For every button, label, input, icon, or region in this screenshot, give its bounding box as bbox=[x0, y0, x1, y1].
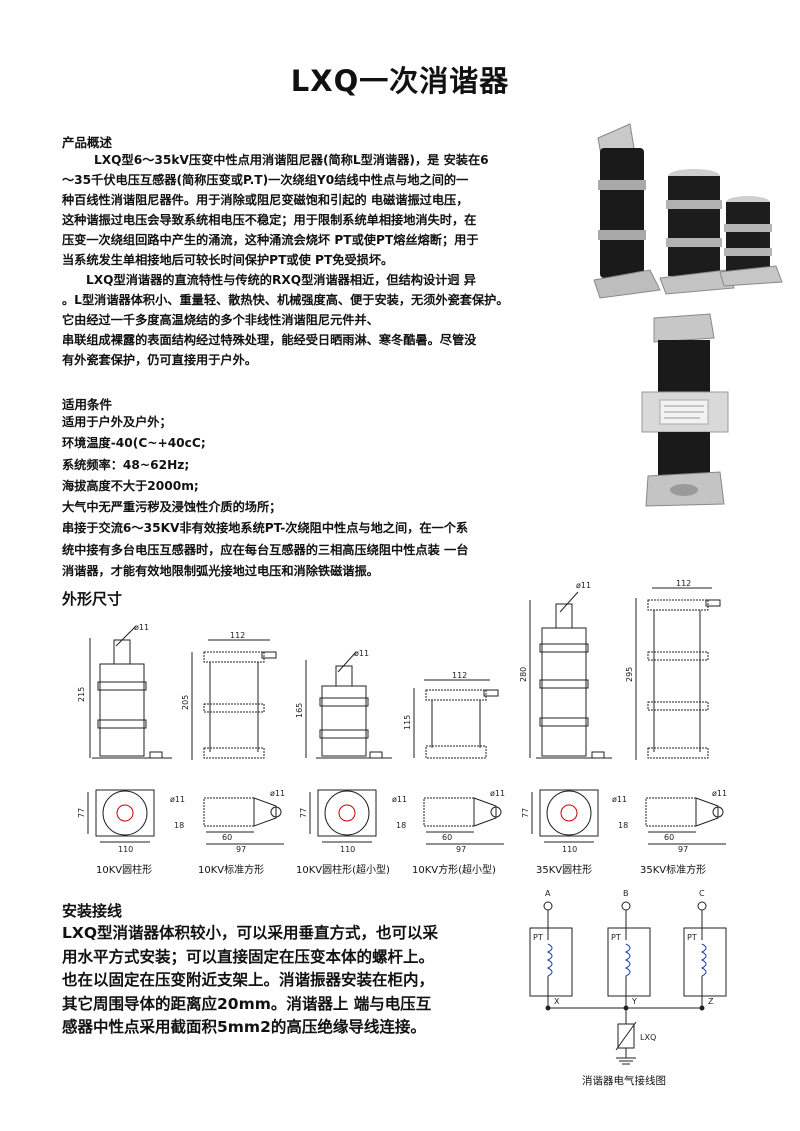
drawing-10kv-square-mini bbox=[413, 679, 499, 759]
install-heading: 安装接线 bbox=[62, 902, 123, 920]
caption-10kv-cylinder-mini: 10KV圆柱形(超小型) bbox=[296, 865, 390, 876]
dim-d11: ø11 bbox=[392, 795, 407, 804]
page-title: LXQ一次消谐器 bbox=[290, 64, 510, 98]
terminal-y: Y bbox=[631, 997, 637, 1006]
dim-d11: ø11 bbox=[270, 789, 285, 798]
overview-line: 种百线性消谐阻尼器件。用于消除或阻尼变磁饱和引起的 电磁谐振过电压， bbox=[62, 193, 469, 207]
overview-line: 。L型消谐器体积小、重量轻、散热快、机械强度高、便于安装，无须外瓷套保护。 bbox=[62, 293, 509, 307]
caption-10kv-cylinder: 10KV圆柱形 bbox=[96, 865, 153, 876]
lxq-label: LXQ bbox=[640, 1033, 656, 1042]
dim-205: 205 bbox=[181, 695, 190, 710]
dim-18: 18 bbox=[618, 821, 628, 830]
dim-d11: ø11 bbox=[490, 789, 505, 798]
condition-line: 适用于户外及户外； bbox=[62, 415, 172, 429]
dimensions-heading: 外形尺寸 bbox=[62, 590, 123, 608]
condition-line: 串接于交流6～35KV非有效接地系统PT-次绕阻中性点与地之间，在一个系 bbox=[62, 521, 469, 536]
terminal-z: Z bbox=[708, 997, 714, 1006]
install-line: 感器中性点采用截面积5mm2的高压绝缘导线连接。 bbox=[62, 1018, 426, 1036]
dim-d11: ø11 bbox=[576, 581, 591, 590]
install-line: LXQ型消谐器体积较小，可以采用垂直方式，也可以采 bbox=[62, 924, 439, 942]
plan-view-10kv-square bbox=[203, 797, 284, 845]
dim-77: 77 bbox=[77, 808, 86, 818]
dim-97: 97 bbox=[456, 845, 466, 854]
dim-d11: ø11 bbox=[712, 789, 727, 798]
dim-77: 77 bbox=[299, 808, 308, 818]
dim-115: 115 bbox=[403, 715, 412, 730]
dim-280: 280 bbox=[519, 667, 528, 682]
terminal-x: X bbox=[554, 997, 560, 1006]
conditions-heading: 适用条件 bbox=[62, 397, 113, 412]
condition-line: 海拔高度不大于2000m; bbox=[62, 478, 199, 493]
product-photo-cylinders bbox=[593, 123, 783, 299]
pt-label: PT bbox=[687, 933, 697, 942]
dim-215: 215 bbox=[77, 687, 86, 702]
dim-d11: ø11 bbox=[612, 795, 627, 804]
condition-line: 环境温度-40(C~+40cC; bbox=[62, 436, 206, 451]
dim-d11: ø11 bbox=[354, 649, 369, 658]
plan-view-10kv-cylinder-mini bbox=[309, 789, 377, 843]
plan-view-35kv-square bbox=[645, 797, 726, 845]
wiring-caption: 消谐器电气接线图 bbox=[582, 1075, 666, 1087]
plan-view-10kv-square-mini bbox=[423, 797, 504, 845]
condition-line: 大气中无严重污秽及浸蚀性介质的场所； bbox=[62, 500, 282, 515]
dim-110: 110 bbox=[340, 845, 355, 854]
dim-110: 110 bbox=[118, 845, 133, 854]
dim-60: 60 bbox=[442, 833, 452, 842]
conditions-text: 适用于户外及户外； 环境温度-40(C~+40cC; 系统频率：48~62Hz;… bbox=[62, 412, 582, 582]
pt-label: PT bbox=[611, 933, 621, 942]
dim-165: 165 bbox=[295, 703, 304, 718]
dim-97: 97 bbox=[236, 845, 246, 854]
condition-line: 消谐器，才能有效地限制弧光接地过电压和消除铁磁谐振。 bbox=[62, 564, 379, 579]
overview-line: 有外瓷套保护，仍可直接用于户外。 bbox=[62, 353, 257, 367]
overview-line: LXQ型消谐器的直流特性与传统的RXQ型消谐器相近，但结构设计迥 异 bbox=[86, 273, 476, 287]
dim-97: 97 bbox=[678, 845, 688, 854]
overview-line: 压变一次绕组回路中产生的涌流，这种涌流会烧坏 PT或使PT熔丝熔断；用于 bbox=[62, 233, 479, 247]
dim-77: 77 bbox=[521, 808, 530, 818]
dim-d11: ø11 bbox=[170, 795, 185, 804]
condition-line: 统中接有多台电压互感器时，应在每台互感器的三相高压绕阻中性点装 一台 bbox=[62, 542, 469, 557]
drawing-35kv-cylinder bbox=[529, 591, 612, 759]
caption-10kv-square-mini: 10KV方形(超小型) bbox=[412, 865, 496, 876]
dim-112: 112 bbox=[452, 671, 467, 680]
wiring-diagram: A B C PT PT PT X Y Z LXQ bbox=[529, 889, 727, 1065]
drawing-10kv-cylinder-mini bbox=[305, 651, 392, 759]
product-photo-square bbox=[641, 313, 729, 507]
plan-view-35kv-cylinder bbox=[531, 789, 599, 843]
phase-c-label: C bbox=[699, 889, 705, 898]
overview-line: LXQ型6～35kV压变中性点用消谐阻尼器(简称L型消谐器)，是 安装在6 bbox=[94, 153, 489, 167]
overview-line: ～35千伏电压互感器(简称压变或P.T)一次绕组Y0结线中性点与地之间的一 bbox=[62, 173, 469, 187]
dim-295: 295 bbox=[625, 667, 634, 682]
caption-10kv-square: 10KV标准方形 bbox=[198, 865, 265, 876]
plan-view-10kv-cylinder bbox=[87, 789, 155, 843]
overview-line: 当系统发生单相接地后可较长时间保护PT或使 PT免受损坏。 bbox=[62, 253, 394, 267]
condition-line: 系统频率：48~62Hz; bbox=[62, 457, 190, 472]
phase-b-label: B bbox=[623, 889, 629, 898]
dim-110: 110 bbox=[562, 845, 577, 854]
overview-line: 它由经过一千多度高温烧结的多个非线性消谐阻尼元件并、 bbox=[62, 313, 379, 327]
drawing-10kv-cylinder bbox=[89, 625, 172, 759]
dim-60: 60 bbox=[222, 833, 232, 842]
dim-18: 18 bbox=[174, 821, 184, 830]
dim-d11: ø11 bbox=[134, 623, 149, 632]
dim-18: 18 bbox=[396, 821, 406, 830]
install-line: 用水平方式安装；可以直接固定在压变本体的螺杆上。 bbox=[62, 947, 435, 966]
overview-line: 串联组成裸露的表面结构经过特殊处理，能经受日晒雨淋、寒冬酷暑。尽管没 bbox=[62, 333, 477, 347]
dim-60: 60 bbox=[664, 833, 674, 842]
caption-35kv-cylinder: 35KV圆柱形 bbox=[536, 865, 593, 876]
dim-112: 112 bbox=[676, 579, 691, 588]
dim-112: 112 bbox=[230, 631, 245, 640]
overview-line: 这种谐振过电压会导致系统相电压不稳定；用于限制系统单相接地消失时，在 bbox=[62, 213, 477, 227]
overview-text: LXQ型6～35kV压变中性点用消谐阻尼器(简称L型消谐器)，是 安装在6 ～3… bbox=[62, 150, 562, 370]
phase-a-label: A bbox=[545, 889, 551, 898]
dimension-drawings: 215 ø11 112 205 165 ø11 112 115 280 ø11 … bbox=[77, 579, 727, 854]
install-line: 也在以固定在压变附近支架上。消谐振器安装在柜内， bbox=[62, 971, 435, 989]
install-text: LXQ型消谐器体积较小，可以采用垂直方式，也可以采 用水平方式安装；可以直接固定… bbox=[62, 922, 438, 1040]
pt-label: PT bbox=[533, 933, 543, 942]
overview-heading: 产品概述 bbox=[62, 135, 113, 150]
drawing-10kv-square bbox=[191, 639, 277, 760]
install-line: 其它周围导体的距离应20mm。消谐器上 端与电压互 bbox=[62, 994, 432, 1013]
drawing-35kv-square bbox=[635, 587, 721, 760]
caption-35kv-square: 35KV标准方形 bbox=[640, 865, 707, 876]
